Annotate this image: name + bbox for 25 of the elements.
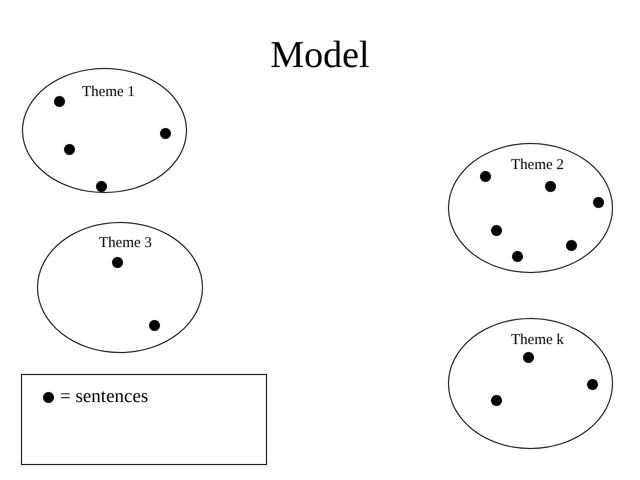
legend-text: = sentences xyxy=(60,387,148,406)
sentence-dot xyxy=(566,240,576,250)
sentence-dot xyxy=(522,352,534,362)
sentence-dot xyxy=(544,180,556,192)
sentence-dot xyxy=(512,250,522,262)
theme-ellipse xyxy=(448,143,613,273)
sentence-dot xyxy=(148,320,160,330)
sentence-dot xyxy=(586,378,598,390)
sentence-dot xyxy=(64,144,74,154)
sentence-dot xyxy=(160,128,170,138)
sentence-dot xyxy=(54,96,64,106)
theme-label: Theme 3 xyxy=(99,236,152,251)
sentence-dot xyxy=(480,170,490,182)
theme-label: Theme 1 xyxy=(82,85,135,100)
theme-ellipse xyxy=(22,68,187,193)
diagram-title: Model xyxy=(269,36,371,74)
sentence-dot xyxy=(490,224,502,236)
theme-ellipse xyxy=(448,318,613,449)
theme-label: Theme 2 xyxy=(511,158,564,173)
sentence-dot xyxy=(592,196,604,208)
sentence-dot xyxy=(96,180,106,192)
sentence-dot xyxy=(112,256,122,268)
theme-ellipse xyxy=(37,222,203,353)
theme-label: Theme k xyxy=(511,333,564,348)
sentence-dot xyxy=(490,394,502,406)
